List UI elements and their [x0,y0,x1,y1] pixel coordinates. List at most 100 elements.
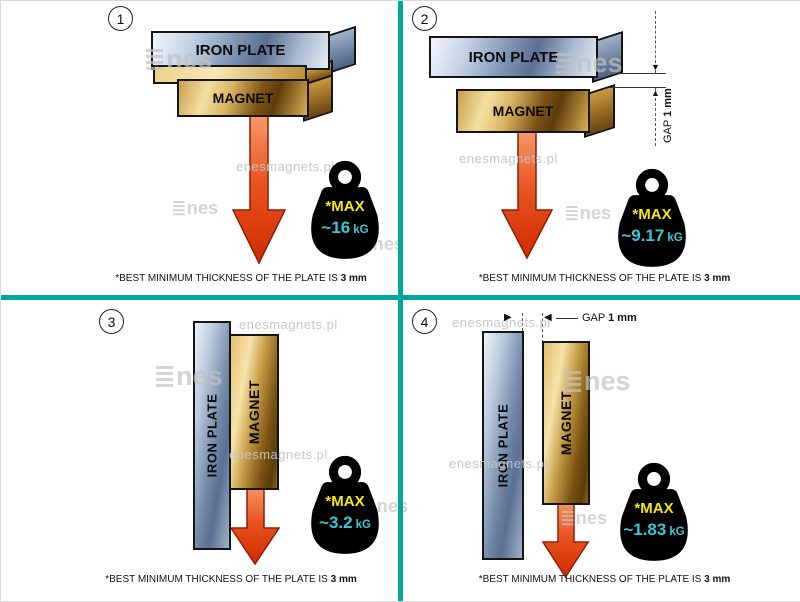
magnet-label: MAGNET [492,103,554,119]
caption: *BEST MINIMUM THICKNESS OF THE PLATE IS … [56,574,406,585]
iron-plate: IRON PLATE [151,31,330,70]
dimension-dashed-line [655,11,656,73]
logo-bar [156,384,173,388]
dimension-arrow-left-icon: ◀ [544,312,552,323]
pull-force-arrow-icon [500,130,554,260]
logo-bar [562,519,574,522]
value-number: ~16 [321,217,351,237]
iron-plate-label: IRON PLATE [495,403,511,488]
divider-vertical [398,1,403,601]
kettlebell-icon [618,168,686,267]
magnet-label: MAGNET [212,90,274,106]
value-unit: kG [353,223,369,236]
watermark-text: enesmagnets.pl [229,447,328,462]
gap-value: 1 mm [662,88,674,117]
magnet-label: MAGNET [246,379,263,445]
enes-logo: nes [562,509,607,527]
caption: *BEST MINIMUM THICKNESS OF THE PLATE IS … [412,574,797,585]
logo-bar [556,53,573,57]
panel-2: 2 nes IRON PLATE MAGNET ▼ ▲ GAP 1 mm ene… [404,1,800,295]
watermark-text: enesmagnets.pl [459,151,558,166]
panel-number: 4 [412,309,437,334]
gap-value: 1 mm [608,312,637,324]
logo-bar [173,205,185,208]
panel-number: 3 [99,309,124,334]
logo-bars-icon [173,201,185,216]
logo-bar [564,389,581,393]
panel-3: 3 enesmagnets.pl nes IRON PLATE MAGNET e… [1,301,408,601]
kettlebell-icon [620,462,688,561]
logo-bar [564,371,581,375]
iron-plate: IRON PLATE [482,331,524,560]
caption-bold: 3 mm [330,574,357,585]
iron-plate-label: IRON PLATE [195,42,286,59]
logo-bar [564,383,581,387]
dimension-dashed-line [522,313,523,341]
pull-force-arrow-icon [231,114,287,265]
enes-logo: nes [146,46,213,72]
caption-text: *BEST MINIMUM THICKNESS OF THE PLATE IS [478,273,702,284]
logo-bar [564,377,581,381]
iron-plate-label: IRON PLATE [468,48,559,66]
max-label: *MAX [632,206,672,223]
caption-bold: 3 mm [704,574,731,585]
max-label: *MAX [634,500,674,517]
logo-bars-icon [146,49,163,71]
value-number: ~9.17 [621,225,665,245]
pull-force-arrow-icon [541,499,590,579]
logo-bar [146,55,163,59]
panel-1: 1 nes IRON PLATE MAGNET enesmagnets.pl n… [1,1,404,295]
kettlebell-icon [311,455,379,554]
logo-bar [556,71,573,75]
iron-plate: IRON PLATE [193,321,231,550]
value-number: ~3.2 [319,512,353,532]
logo-text: nes [579,202,612,223]
logo-bar [566,218,578,221]
dimension-extension-line [610,87,666,88]
magnet: MAGNET [456,89,590,133]
max-label: *MAX [325,493,365,510]
enes-logo: nes [156,361,223,391]
caption-bold: 3 mm [704,273,731,284]
magnet-label: MAGNET [558,390,575,456]
logo-bar [562,511,574,514]
logo-bar [146,61,163,65]
panel-number: 1 [108,6,133,31]
logo-bar [156,378,173,382]
logo-bar [566,206,578,209]
kettlebell-icon [311,160,379,259]
logo-bar [156,366,173,370]
panel-4: 4 enesmagnets.pl ▶ ◀ GAP 1 mm nes IRON P… [404,301,800,601]
logo-bar [173,201,185,204]
logo-bar [146,67,163,71]
caption-text: *BEST MINIMUM THICKNESS OF THE PLATE IS [478,574,702,585]
value-unit: kG [667,231,683,244]
logo-bar [556,65,573,69]
iron-plate-label: IRON PLATE [204,393,220,478]
enes-logo: nes [564,368,631,394]
dimension-arrow-right-icon: ▶ [504,312,512,323]
pull-force-arrow-icon [229,484,281,566]
gap-dimension-label: GAP 1 mm [662,88,674,143]
logo-bar [562,523,574,526]
gap-word: GAP [662,119,674,143]
magnet: MAGNET [177,79,309,117]
dimension-leader-line [556,318,578,319]
value-unit: kG [355,518,371,531]
dimension-extension-line [618,73,666,74]
value-unit: kG [669,525,685,538]
logo-bars-icon [566,206,578,221]
magnet: MAGNET [542,341,590,505]
value-number: ~1.83 [623,519,667,539]
logo-text: nes [176,361,223,391]
enes-logo: nes [173,197,219,218]
logo-text: nes [186,197,219,218]
logo-text: nes [576,48,623,78]
